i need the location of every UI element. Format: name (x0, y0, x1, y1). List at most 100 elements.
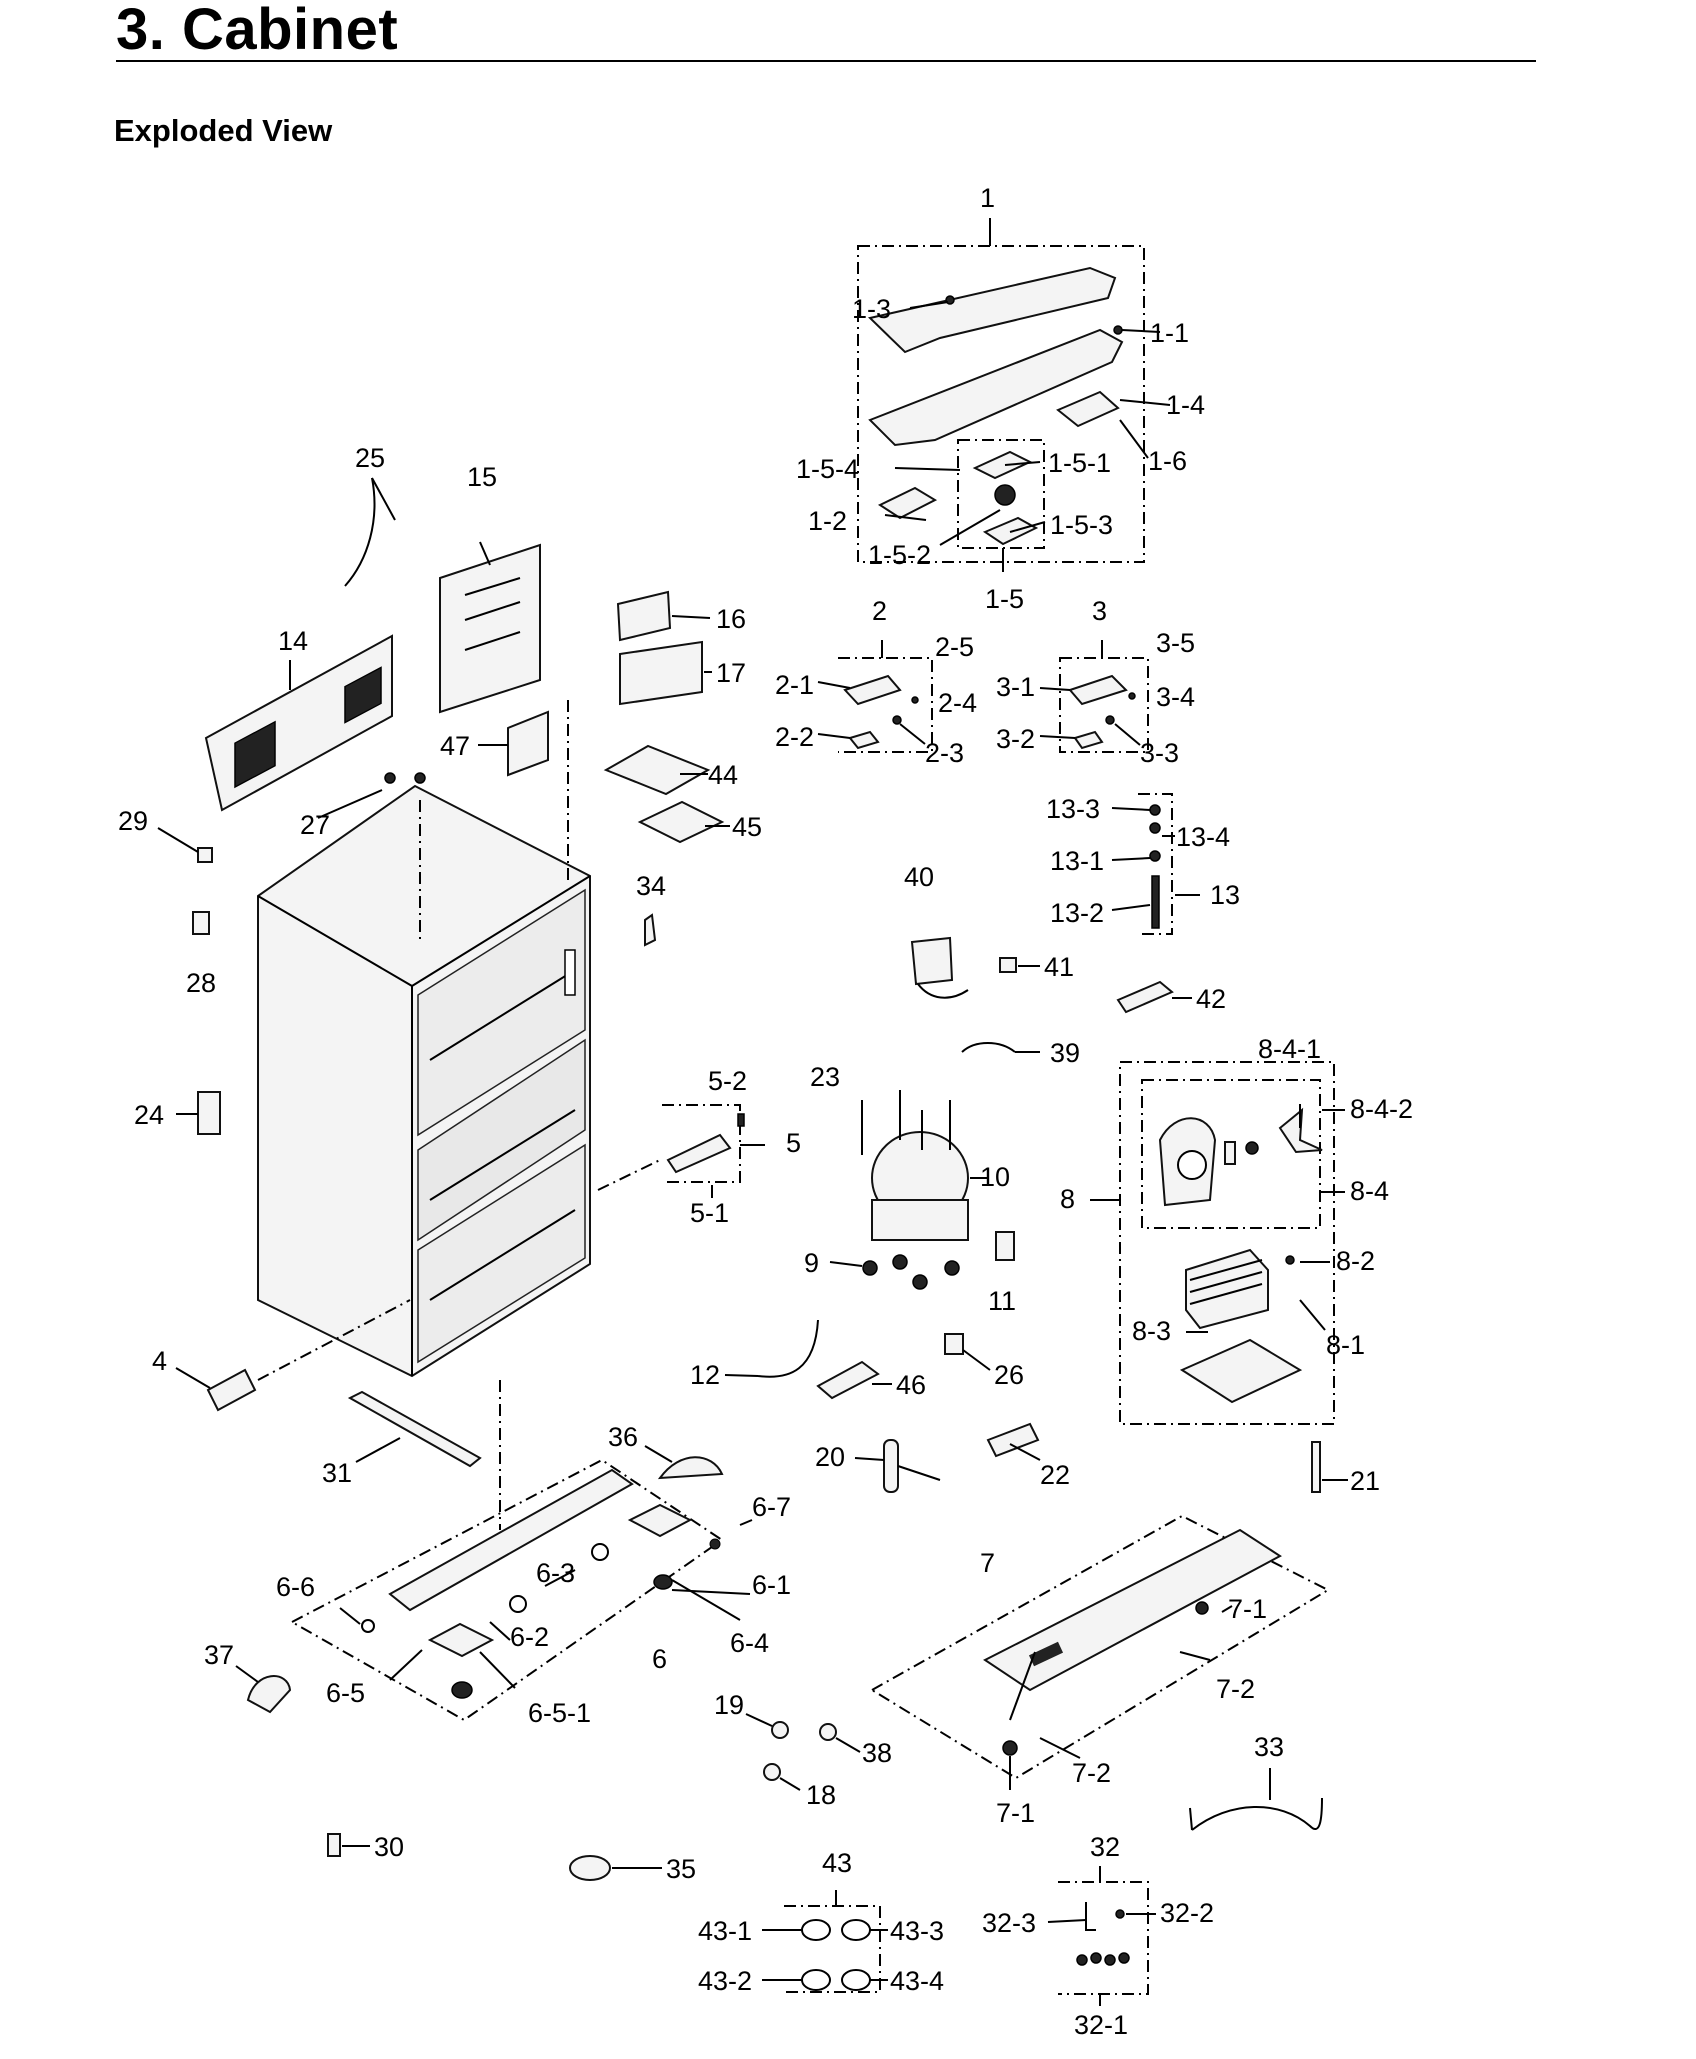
callout-6-1: 6-1 (752, 1570, 791, 1600)
callout-16: 16 (716, 604, 746, 634)
callout-2-1: 2-1 (775, 670, 814, 700)
part-41 (999, 957, 1017, 973)
group-1-5-boundary (957, 439, 1045, 549)
callout-29: 29 (118, 806, 148, 836)
callout-8-4-1: 8-4-1 (1258, 1034, 1321, 1064)
callout-8-2: 8-2 (1336, 1246, 1375, 1276)
callout-28: 28 (186, 968, 216, 998)
callout-43-3: 43-3 (890, 1916, 944, 1946)
callout-3-5: 3-5 (1156, 628, 1195, 658)
part-40-valve (910, 936, 954, 986)
callout-34: 34 (636, 871, 666, 901)
part-16-board (616, 590, 672, 642)
part-28 (192, 911, 210, 935)
part-22 (986, 1422, 1040, 1458)
callout-32-3: 32-3 (982, 1908, 1036, 1938)
callout-31: 31 (322, 1458, 352, 1488)
part-25-cable (344, 477, 376, 587)
lower-left-parts: 4 31 36 37 (152, 1346, 724, 1714)
callout-42: 42 (1196, 984, 1226, 1014)
callout-12: 12 (690, 1360, 720, 1390)
callout-37: 37 (204, 1640, 234, 1670)
group-7-boundary (870, 1514, 1331, 1780)
title-rule (116, 60, 1536, 62)
group-1-boundary (857, 245, 1145, 563)
callout-43-2: 43-2 (698, 1966, 752, 1996)
part-1-2 (877, 486, 938, 520)
callout-2: 2 (872, 596, 887, 626)
callout-30: 30 (374, 1832, 404, 1862)
callout-13-2: 13-2 (1050, 898, 1104, 928)
callout-18: 18 (806, 1780, 836, 1810)
callout-40: 40 (904, 862, 934, 892)
callout-14: 14 (278, 626, 308, 656)
middle-lower-parts: 12 46 26 20 22 21 (690, 1319, 1380, 1496)
part-31-rail (347, 1390, 482, 1468)
callout-1-5-4: 1-5-4 (796, 454, 859, 484)
group-43-clips: 43 43-1 43-3 43-2 43-4 (698, 1848, 944, 1996)
cabinet-body (257, 700, 661, 1530)
group-7-bottom-cover: 7 7-1 7-2 7-2 7-1 (870, 1514, 1331, 1828)
callout-36: 36 (608, 1422, 638, 1452)
callout-13-4: 13-4 (1176, 822, 1230, 852)
callout-25: 25 (355, 443, 385, 473)
callout-47: 47 (440, 731, 470, 761)
callout-1-2: 1-2 (808, 506, 847, 536)
callout-1-3: 1-3 (852, 294, 891, 324)
callout-3-1: 3-1 (996, 672, 1035, 702)
callout-38: 38 (862, 1738, 892, 1768)
callout-1-5-1: 1-5-1 (1048, 448, 1111, 478)
callout-5-2: 5-2 (708, 1066, 747, 1096)
callout-6-4: 6-4 (730, 1628, 769, 1658)
group-8-boundary (1119, 1061, 1335, 1425)
callout-4: 4 (152, 1346, 167, 1376)
callout-7-2-left: 7-2 (1072, 1758, 1111, 1788)
group-8-4-boundary (1141, 1079, 1321, 1229)
callout-6-5-1: 6-5-1 (528, 1698, 591, 1728)
part-29 (197, 847, 213, 863)
part-19 (771, 1721, 789, 1739)
callout-15: 15 (467, 462, 497, 492)
part-42 (1116, 980, 1174, 1014)
group-3-hinge-assembly: 3 3-5 3-1 3-4 3-2 3-3 (996, 596, 1195, 768)
part-17-board (619, 640, 703, 706)
page-title: 3. Cabinet (116, 0, 399, 62)
part-39-wire (961, 1042, 1016, 1053)
part-21 (1311, 1441, 1321, 1493)
callout-1: 1 (980, 183, 995, 213)
callout-33: 33 (1254, 1732, 1284, 1762)
section-subtitle: Exploded View (114, 113, 333, 148)
part-14-back-cover (204, 634, 393, 812)
callout-13: 13 (1210, 880, 1240, 910)
small-parts: 19 38 18 30 35 33 (327, 1690, 1323, 1884)
top-cover-lower (868, 328, 1124, 447)
callout-3-3: 3-3 (1140, 738, 1179, 768)
callout-43: 43 (822, 1848, 852, 1878)
callout-23: 23 (810, 1062, 840, 1092)
callout-5-1: 5-1 (690, 1198, 729, 1228)
callout-1-1: 1-1 (1150, 318, 1189, 348)
group-6-boundary (289, 1458, 724, 1722)
callout-1-5-2: 1-5-2 (868, 540, 931, 570)
part-8-4-1-fan-blade (1278, 1107, 1323, 1154)
part-38 (819, 1723, 837, 1741)
callout-8-3: 8-3 (1132, 1316, 1171, 1346)
part-44-board (603, 744, 711, 796)
callout-9: 9 (804, 1248, 819, 1278)
control-boards: 16 17 44 45 34 (603, 590, 762, 947)
callout-6-3: 6-3 (536, 1558, 575, 1588)
part-33-cable (1191, 1797, 1323, 1831)
group-6-base-assembly: 6-7 6-6 6-3 6-1 6-2 6-4 6 6-5 6-5-1 (276, 1458, 791, 1728)
part-24 (197, 1091, 221, 1135)
part-1-6 (1056, 390, 1120, 428)
part-34 (644, 913, 657, 947)
part-47-board (507, 710, 549, 777)
part-46 (816, 1360, 880, 1400)
callout-26: 26 (994, 1360, 1024, 1390)
callout-6-6: 6-6 (276, 1572, 315, 1602)
group-5-bracket: 5-2 5 5-1 (662, 1066, 801, 1228)
callout-41: 41 (1044, 952, 1074, 982)
callout-8: 8 (1060, 1184, 1075, 1214)
callout-11: 11 (988, 1286, 1016, 1316)
